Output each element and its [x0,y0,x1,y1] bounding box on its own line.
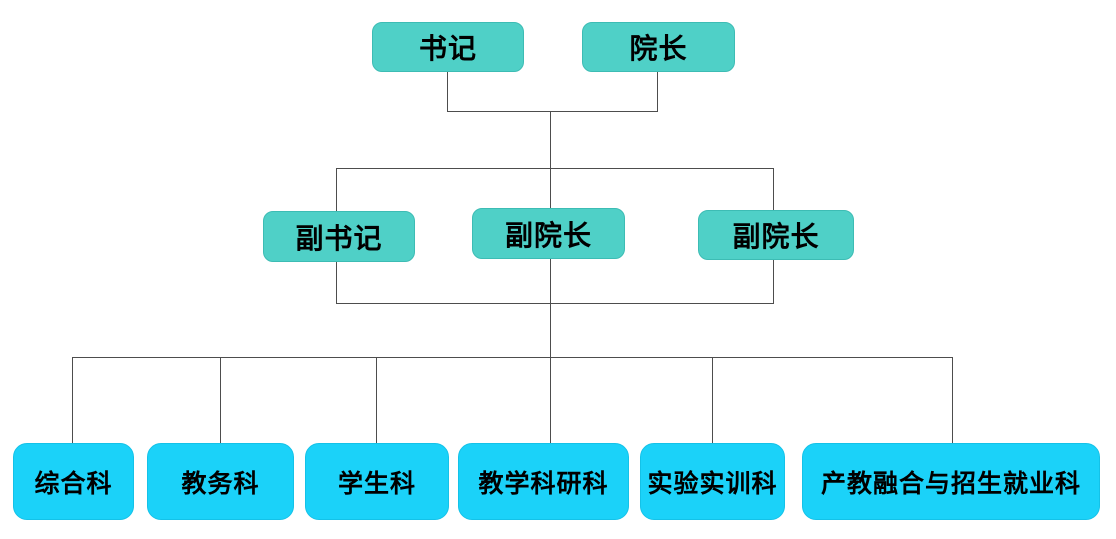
node-dept-academic-affairs: 教务科 [147,443,294,520]
connector-dept-lab-drop [712,357,713,443]
connector-bracket-top [336,168,774,169]
node-dept-general-affairs: 综合科 [13,443,134,520]
connector-bracket-bottom [336,303,774,304]
connector-secretary-drop [447,70,448,111]
node-dept-industry-education-admissions-employment: 产教融合与招生就业科 [802,443,1100,520]
connector-president-drop [657,70,658,111]
connector-dept-industry-drop [952,357,953,443]
connector-top-join [447,111,658,112]
connector-dept-student-drop [376,357,377,443]
node-president: 院长 [582,22,735,72]
node-secretary: 书记 [372,22,524,72]
node-vice-president-1: 副院长 [472,208,625,259]
node-vice-president-2: 副院长 [698,210,854,260]
connector-dept-general-drop [72,357,73,443]
node-deputy-secretary: 副书记 [263,211,415,262]
node-dept-student-affairs: 学生科 [305,443,449,520]
connector-dept-academic-drop [220,357,221,443]
connector-center-spine [550,111,551,443]
connector-departments-rail [72,357,953,358]
node-dept-teaching-research: 教学科研科 [458,443,629,520]
node-dept-lab-training: 实验实训科 [640,443,785,520]
